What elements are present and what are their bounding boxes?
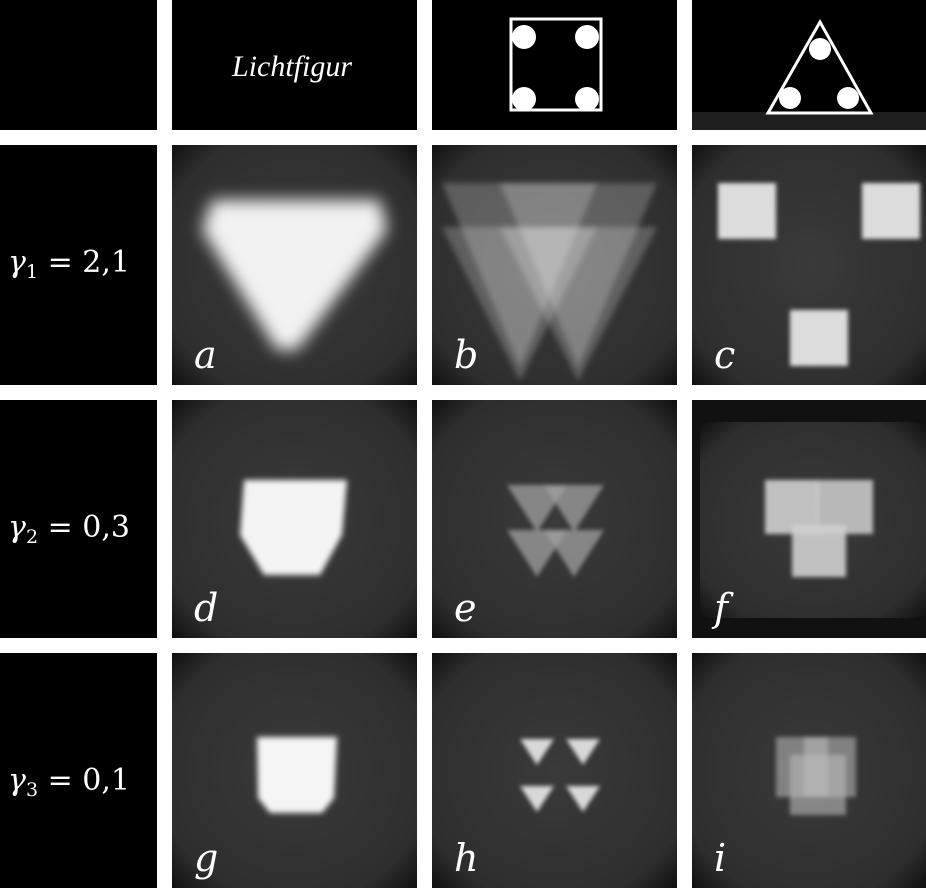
panel-letter: e <box>454 586 477 630</box>
panel-h: h <box>432 653 677 888</box>
header-corner-cell <box>0 0 157 130</box>
row-label-gamma-1: γ1 = 2,1 <box>8 245 130 283</box>
square-aperture-with-four-holes-icon <box>509 17 603 112</box>
panel-letter: i <box>714 836 727 880</box>
aperture-hole <box>809 38 831 60</box>
header-square-mask-cell <box>432 0 677 130</box>
row-label-cell: γ1 = 2,1 <box>0 145 157 385</box>
header-triangle-mask-cell <box>692 0 926 130</box>
panel-letter: c <box>714 333 736 377</box>
panel-letter: h <box>454 836 479 880</box>
panel-i: i <box>692 653 926 888</box>
panel-g: g <box>172 653 417 888</box>
aperture-hole <box>837 87 859 109</box>
aperture-hole <box>779 87 801 109</box>
panel-f: f <box>692 400 926 638</box>
aperture-hole <box>512 87 536 111</box>
row-label-cell: γ2 = 0,3 <box>0 400 157 638</box>
panel-e: e <box>432 400 677 638</box>
aperture-hole <box>575 25 599 49</box>
header-light-figure-cell: Lichtfigur <box>172 0 417 130</box>
panel-letter: g <box>194 836 219 880</box>
row-label-gamma-3: γ3 = 0,1 <box>8 763 130 801</box>
panel-letter: b <box>454 333 479 377</box>
aperture-hole <box>575 87 599 111</box>
panel-c: c <box>692 145 926 385</box>
panel-letter: a <box>194 333 217 377</box>
panel-b: b <box>432 145 677 385</box>
aperture-hole <box>512 25 536 49</box>
panel-d: d <box>172 400 417 638</box>
row-label-cell: γ3 = 0,1 <box>0 653 157 888</box>
panel-a: a <box>172 145 417 385</box>
panel-letter: f <box>714 586 729 630</box>
row-label-gamma-2: γ2 = 0,3 <box>8 510 130 548</box>
light-figure-label: Lichtfigur <box>232 50 353 83</box>
panel-letter: d <box>194 586 219 630</box>
triangle-aperture-with-three-holes-icon <box>692 18 926 130</box>
